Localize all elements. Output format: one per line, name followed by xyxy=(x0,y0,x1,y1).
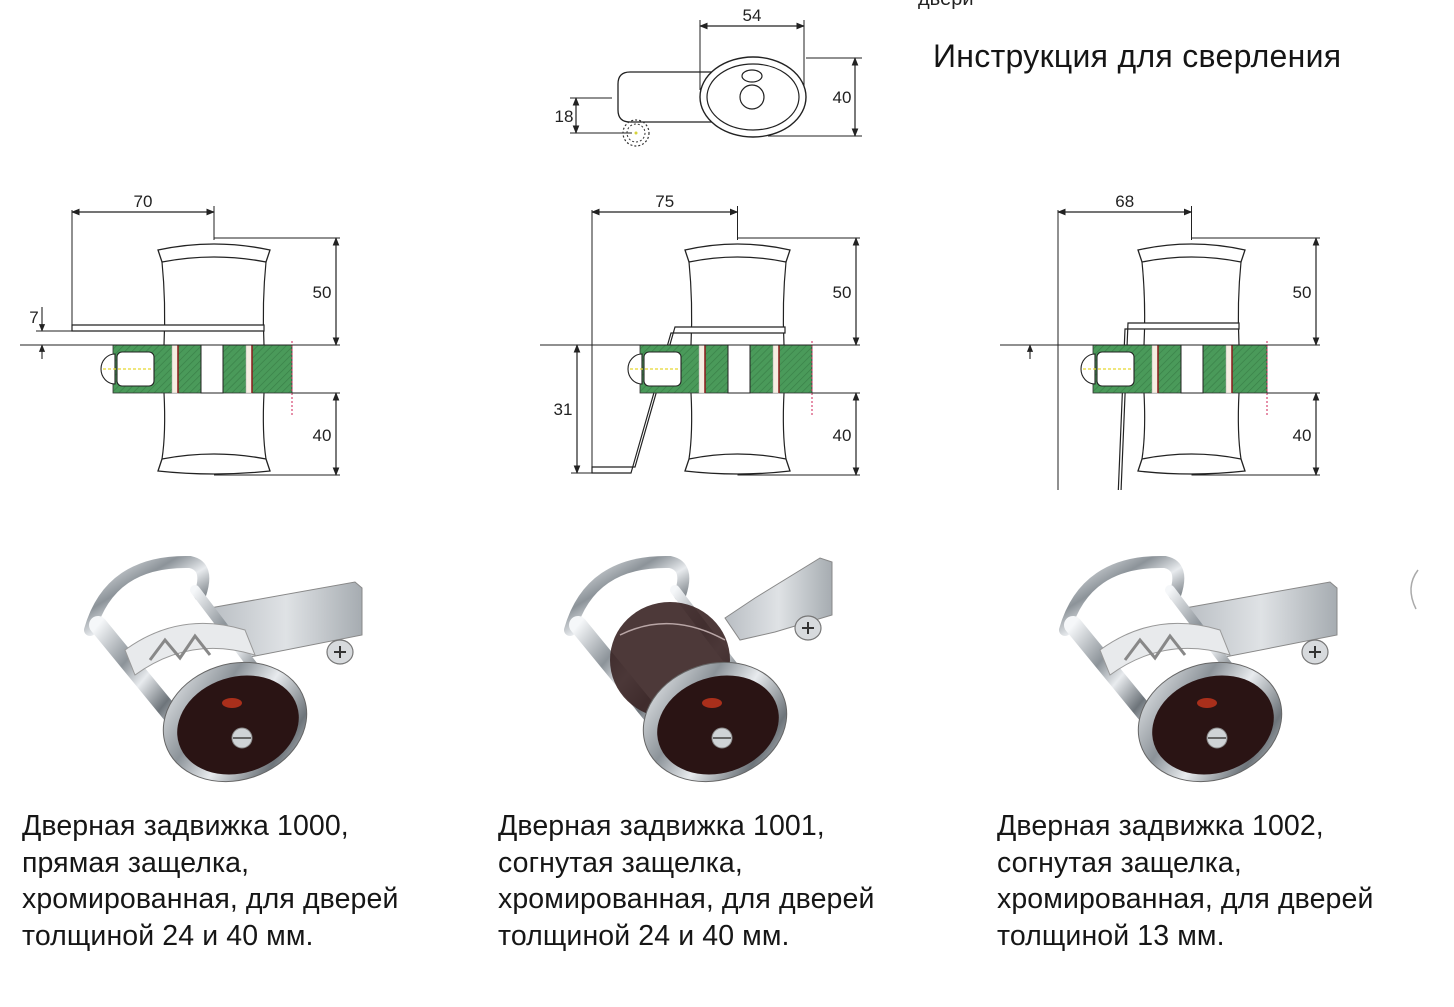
cut-off-heading-fragment: двери xyxy=(918,0,974,11)
dim-label-lower-height: 40 xyxy=(1293,426,1312,445)
caption-line: согнутая защелка, xyxy=(498,846,743,879)
middle-ring xyxy=(124,622,256,676)
latch-arm-outline xyxy=(617,71,712,123)
lower-knob-outline xyxy=(161,392,166,460)
lower-knob-cap xyxy=(157,453,271,475)
dim-label-width: 54 xyxy=(743,6,762,25)
gasket xyxy=(698,344,706,394)
caption-line: согнутая защелка, xyxy=(997,846,1242,879)
upper-knob-cap xyxy=(684,243,791,263)
section-drawing-1001: 75 50 40 31 xyxy=(540,192,860,476)
upper-knob-cap xyxy=(1137,243,1246,263)
knob-oval-inner xyxy=(706,63,800,131)
caption-line: толщиной 24 и 40 мм. xyxy=(498,919,790,952)
middle-ring xyxy=(1099,622,1231,676)
caption-line: Дверная задвижка 1002, xyxy=(997,810,1324,842)
caption-line: прямая защелка, xyxy=(22,846,250,879)
caption-line: толщиной 13 мм. xyxy=(997,919,1225,952)
lower-knob-cap xyxy=(1137,453,1246,475)
front-knob-face xyxy=(1152,675,1274,775)
edge-arc-fragment xyxy=(1410,569,1419,610)
dim-label-upper-height: 50 xyxy=(313,283,332,302)
front-knob-face xyxy=(177,675,299,775)
screw-cross-icon xyxy=(334,646,346,658)
lower-knob-outline xyxy=(688,392,693,460)
product-photo-1001 xyxy=(564,555,833,783)
occupancy-indicator xyxy=(222,698,242,708)
dim-label-reach: 70 xyxy=(134,192,153,211)
indicator-window xyxy=(741,69,763,83)
spindle-channel xyxy=(200,344,224,394)
dim-label-lower-height: 40 xyxy=(313,426,332,445)
latch-plate xyxy=(71,324,265,332)
rear-frame xyxy=(84,555,210,636)
caption-line: Дверная задвижка 1001, xyxy=(498,810,825,842)
screw-cross-icon xyxy=(802,622,814,634)
top-view-drawing: 54 40 18 xyxy=(555,6,862,147)
latch-plate xyxy=(591,326,786,474)
side-rod-left xyxy=(89,616,189,734)
spindle-channel xyxy=(1180,344,1204,394)
dim-label-upper-height: 50 xyxy=(833,283,852,302)
inner-mechanism xyxy=(1123,633,1187,661)
product-caption-1000: Дверная задвижка 1000, прямая защелка, х… xyxy=(22,808,398,954)
dim-label-latch-offset: 31 xyxy=(554,400,573,419)
product-caption-1001: Дверная задвижка 1001, согнутая защелка,… xyxy=(498,808,874,954)
rear-frame xyxy=(1059,555,1185,636)
gasket xyxy=(245,344,253,394)
lower-knob-outline xyxy=(1141,392,1146,460)
rear-frame xyxy=(564,555,690,636)
caption-line: толщиной 24 и 40 мм. xyxy=(22,919,314,952)
drill-hole-marker xyxy=(622,119,650,147)
product-caption-1002: Дверная задвижка 1002, согнутая защелка,… xyxy=(997,808,1373,954)
section-drawing-1002: 68504011 xyxy=(1000,192,1320,490)
page-title: Инструкция для сверления xyxy=(933,38,1342,74)
caption-line: хромированная, для дверей xyxy=(498,883,875,915)
knob-oval-outer xyxy=(699,56,807,138)
front-knob-face xyxy=(657,675,779,775)
dim-label-height: 40 xyxy=(833,88,852,107)
dim-label-offset: 18 xyxy=(555,107,574,126)
upper-knob-cap xyxy=(157,243,271,263)
dim-label-reach: 75 xyxy=(655,192,674,211)
body-edge-highlight xyxy=(619,622,726,641)
screw-cross-icon xyxy=(1309,646,1321,658)
dim-label-reach: 68 xyxy=(1115,192,1134,211)
inner-mechanism xyxy=(148,633,212,661)
latch-plate xyxy=(1117,322,1240,490)
occupancy-indicator xyxy=(702,698,722,708)
gasket xyxy=(772,344,780,394)
caption-line: хромированная, для дверей xyxy=(22,883,399,915)
dim-label-upper-height: 50 xyxy=(1293,283,1312,302)
dim-label-latch-offset: 7 xyxy=(29,308,38,327)
caption-line: хромированная, для дверей xyxy=(997,883,1374,915)
gasket xyxy=(171,344,179,394)
dim-label-lower-height: 40 xyxy=(833,426,852,445)
occupancy-indicator xyxy=(1197,698,1217,708)
side-rod-left xyxy=(1064,616,1164,734)
lower-knob-cap xyxy=(684,453,791,475)
section-drawing-1000: 70 50 40 7 xyxy=(20,192,340,476)
screw-hole xyxy=(739,84,765,110)
caption-line: Дверная задвижка 1000, xyxy=(22,810,349,842)
gasket xyxy=(1151,344,1159,394)
product-photo-1000 xyxy=(84,555,363,783)
spindle-channel xyxy=(727,344,751,394)
gasket xyxy=(1225,344,1233,394)
product-photo-1002 xyxy=(1059,555,1338,783)
